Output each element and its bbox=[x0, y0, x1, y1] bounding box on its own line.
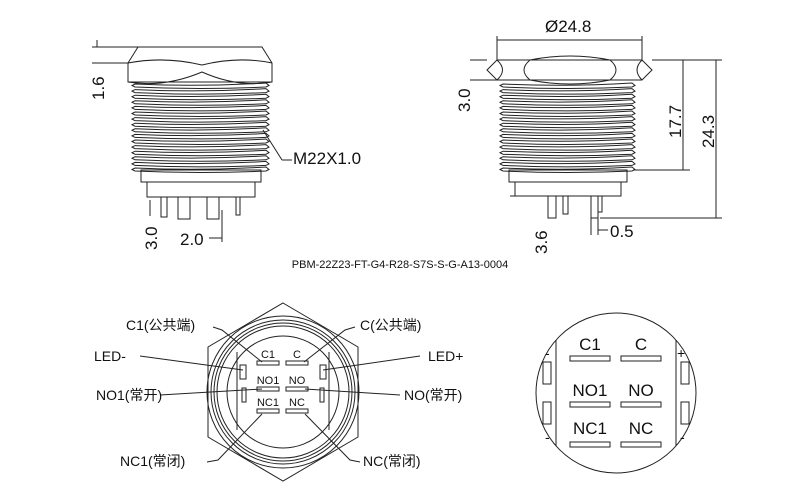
dim-diameter: Ø24.8 bbox=[545, 17, 591, 36]
callout-c: C(公共端) bbox=[360, 317, 421, 333]
thread-ridge bbox=[130, 144, 270, 151]
pin bbox=[562, 195, 569, 215]
thread-ridge bbox=[498, 127, 636, 134]
thread-ridge bbox=[498, 138, 636, 145]
big-pin-label-no1: NO1 bbox=[573, 381, 608, 400]
thread-ridge bbox=[498, 144, 636, 151]
pin-label-c: C bbox=[293, 349, 301, 361]
front-view: Ø24.8 3.0 17.7 24.3 3.6 0.5 bbox=[455, 17, 722, 254]
pin bbox=[597, 195, 603, 213]
thread-ridge bbox=[130, 104, 270, 112]
pin-label-no1: NO1 bbox=[257, 375, 280, 387]
dim-pin-pitch: 2.0 bbox=[180, 230, 204, 249]
callout-led-minus: LED- bbox=[94, 348, 126, 364]
thread-ridge bbox=[130, 110, 270, 117]
terminal-pin-enlarged bbox=[569, 441, 611, 448]
enlarged-terminal-view: - - + - C1 C NO1 NO NC1 NC bbox=[535, 312, 697, 474]
pin bbox=[160, 196, 168, 218]
pin bbox=[235, 196, 241, 216]
big-pin-label-nc1: NC1 bbox=[573, 419, 607, 438]
side-view: M22X1.0 1.6 3.0 2.0 bbox=[89, 40, 361, 250]
thread-ridge bbox=[498, 121, 636, 129]
thread-ridge bbox=[130, 99, 270, 106]
terminal-pin-enlarged bbox=[569, 355, 611, 362]
thread-ridge bbox=[498, 82, 636, 89]
thread-ridge bbox=[130, 116, 270, 123]
thread-ridge bbox=[130, 138, 270, 145]
terminal-view: C1 C NO1 NO NC1 NC C1(公共端) C(公共端) LED- L… bbox=[94, 302, 463, 482]
thread-label: M22X1.0 bbox=[293, 149, 361, 168]
thread-ridge bbox=[498, 104, 636, 112]
pin bbox=[547, 195, 557, 219]
dim-pin-thickness: 0.5 bbox=[610, 222, 634, 241]
thread-ridge bbox=[130, 166, 270, 173]
pin bbox=[206, 196, 220, 220]
pin-label-no: NO bbox=[289, 375, 306, 387]
terminal-pin bbox=[256, 360, 280, 366]
thread-ridge bbox=[498, 132, 636, 140]
thread-ridge bbox=[130, 127, 270, 134]
big-pin-label-c: C bbox=[635, 335, 647, 354]
terminal-pin bbox=[285, 386, 309, 392]
pin bbox=[177, 196, 191, 220]
minus-sign-right: - bbox=[680, 429, 685, 445]
dim-pin-length: 3.0 bbox=[142, 226, 161, 250]
terminal-pin bbox=[256, 408, 280, 414]
minus-sign-top: - bbox=[545, 345, 550, 361]
thread-ridge bbox=[498, 149, 636, 157]
thread-ridge bbox=[130, 132, 270, 140]
thread-ridge bbox=[498, 155, 636, 162]
callout-no1: NO1(常开) bbox=[96, 387, 162, 403]
thread-ridge bbox=[130, 149, 270, 157]
thread-ridge bbox=[130, 155, 270, 162]
terminal-pin bbox=[285, 408, 309, 414]
callout-no: NO(常开) bbox=[404, 387, 462, 403]
thread-ridge bbox=[130, 121, 270, 129]
thread-ridge bbox=[498, 160, 636, 168]
terminal-pin bbox=[285, 360, 309, 366]
pin-label-c1: C1 bbox=[261, 349, 275, 361]
thread-ridge bbox=[130, 82, 270, 89]
pin-label-nc1: NC1 bbox=[257, 397, 279, 409]
big-pin-label-no: NO bbox=[628, 381, 654, 400]
plus-sign: + bbox=[677, 345, 685, 361]
big-pin-label-nc: NC bbox=[629, 419, 654, 438]
callout-nc1: NC1(常闭) bbox=[120, 453, 185, 469]
dim-total-length: 24.3 bbox=[699, 115, 718, 148]
callout-c1: C1(公共端) bbox=[126, 317, 195, 333]
dim-pin-length-front: 3.6 bbox=[532, 230, 551, 254]
dim-nut-height-front: 3.0 bbox=[455, 88, 474, 112]
thread-ridge bbox=[498, 99, 636, 106]
dim-body-length: 17.7 bbox=[666, 105, 685, 138]
thread-ridge bbox=[498, 166, 636, 173]
terminal-pin-enlarged bbox=[569, 401, 611, 408]
thread-ridge bbox=[130, 93, 270, 101]
callout-nc: NC(常闭) bbox=[363, 453, 421, 469]
thread-ridge bbox=[130, 160, 270, 168]
thread-ridge bbox=[498, 88, 636, 95]
callout-led-plus: LED+ bbox=[428, 348, 463, 364]
thread-ridge bbox=[498, 93, 636, 101]
big-pin-label-c1: C1 bbox=[579, 335, 601, 354]
terminal-pin-enlarged bbox=[620, 441, 662, 448]
thread-ridge bbox=[498, 110, 636, 117]
terminal-pin-enlarged bbox=[620, 401, 662, 408]
thread-ridge bbox=[130, 88, 270, 95]
minus-sign-bottom: - bbox=[545, 429, 550, 445]
dim-nut-height: 1.6 bbox=[89, 76, 108, 100]
pin-label-nc: NC bbox=[289, 397, 305, 409]
pin bbox=[590, 195, 599, 219]
terminal-pin-enlarged bbox=[620, 355, 662, 362]
thread-ridge bbox=[498, 116, 636, 123]
part-number: PBM-22Z23-FT-G4-R28-S7S-S-G-A13-0004 bbox=[292, 259, 508, 271]
